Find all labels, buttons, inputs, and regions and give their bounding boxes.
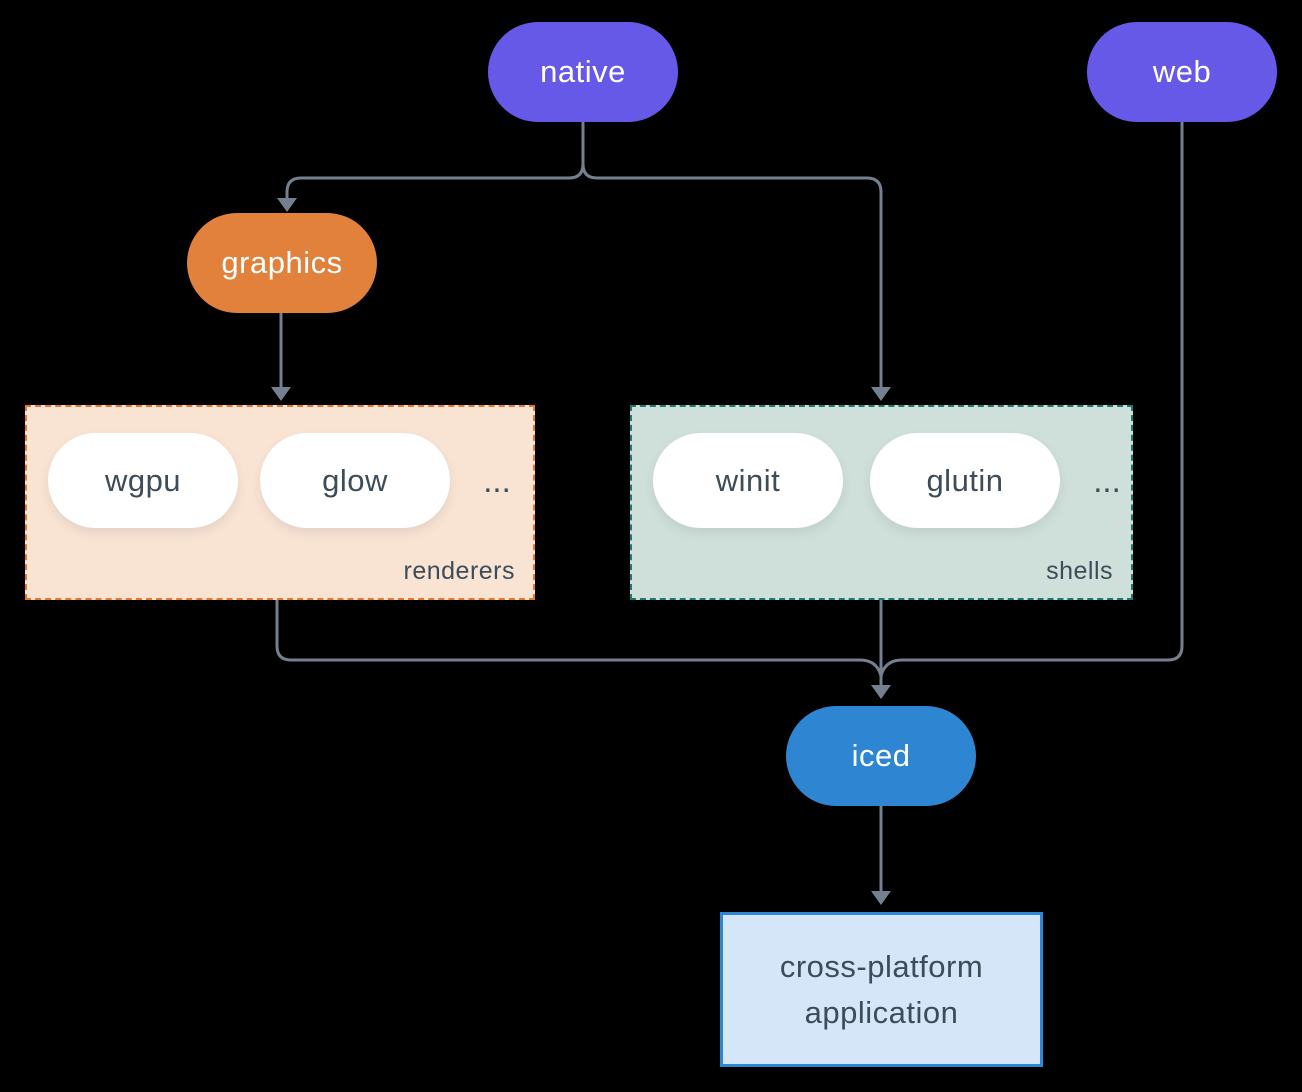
edge-native-to-shells <box>581 122 883 389</box>
renderers-ellipsis: ... <box>483 461 511 499</box>
node-winit-label: winit <box>715 462 781 498</box>
arrowhead-graphics <box>277 198 297 212</box>
arrowhead-application <box>871 891 891 905</box>
node-iced-label: iced <box>851 738 911 773</box>
node-web: web <box>1087 22 1277 122</box>
node-glow: glow <box>260 433 450 528</box>
shells-ellipsis: ... <box>1093 461 1121 499</box>
node-glutin-label: glutin <box>926 462 1004 498</box>
edge-native-to-graphics <box>285 122 585 200</box>
node-glutin: glutin <box>870 433 1060 528</box>
arrowhead-shells <box>871 387 891 401</box>
node-graphics: graphics <box>187 213 377 313</box>
node-native: native <box>488 22 678 122</box>
arrowhead-renderers <box>271 387 291 401</box>
node-graphics-label: graphics <box>221 245 343 280</box>
arrowhead-iced <box>871 685 891 699</box>
renderers-group-label: renderers <box>403 557 515 585</box>
node-winit: winit <box>653 433 843 528</box>
edge-web-to-iced <box>879 122 1184 677</box>
node-cross-platform-application: cross-platform application <box>720 912 1043 1067</box>
edge-renderers-to-iced <box>275 600 883 677</box>
node-web-label: web <box>1152 54 1212 89</box>
node-wgpu-label: wgpu <box>104 462 182 498</box>
group-shells: winit glutin ... shells <box>630 405 1133 600</box>
node-application-label: cross-platform application <box>779 948 984 1030</box>
node-iced: iced <box>786 706 976 806</box>
group-renderers: wgpu glow ... renderers <box>25 405 535 600</box>
node-native-label: native <box>540 54 626 89</box>
node-wgpu: wgpu <box>48 433 238 528</box>
node-glow-label: glow <box>322 462 388 498</box>
shells-group-label: shells <box>1046 557 1113 585</box>
